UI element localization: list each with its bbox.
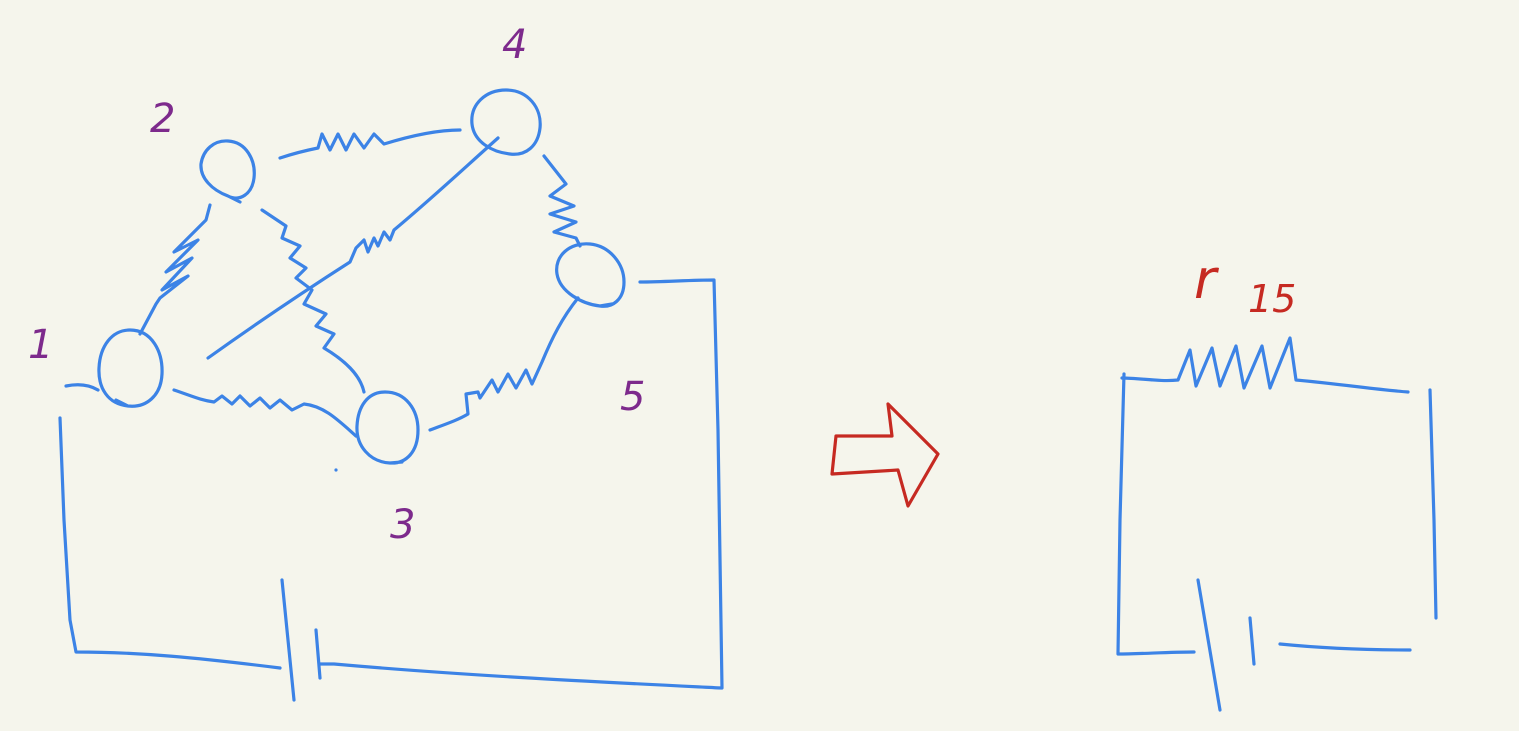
stray-mark — [334, 468, 338, 472]
equivalent-circuit: r 15 — [1116, 248, 1438, 712]
node-1-circle — [97, 328, 164, 408]
node-label-2: 2 — [150, 96, 175, 142]
node-4-circle — [470, 88, 542, 156]
resistor-1-4 — [206, 136, 500, 360]
resistor-2-4 — [278, 128, 462, 160]
node-label-1: 1 — [28, 322, 53, 368]
equivalent-wire-left — [1116, 372, 1196, 656]
node-label-5: 5 — [620, 374, 645, 420]
external-wire-right — [318, 278, 724, 690]
equivalent-resistor — [1120, 336, 1410, 394]
resistor-3-5 — [428, 296, 580, 432]
resistor-4-5 — [542, 154, 582, 248]
equivalent-battery-plate-long — [1196, 578, 1222, 712]
battery-plate-long — [280, 578, 296, 702]
resistor-1-3 — [172, 388, 358, 438]
node-5-circle — [555, 242, 626, 308]
resistor-2-3 — [260, 208, 366, 394]
node-2-circle — [199, 139, 256, 204]
resistor-network — [58, 88, 724, 702]
equivalent-resistor-subscript: 15 — [1248, 277, 1296, 321]
equivalent-resistor-label: r — [1194, 248, 1219, 311]
resistor-1-2 — [138, 203, 212, 336]
equivalent-wire-right — [1278, 388, 1438, 652]
equivalent-battery-plate-short — [1248, 616, 1256, 666]
battery-plate-short — [314, 628, 322, 680]
node-label-4: 4 — [502, 22, 527, 68]
node-3-circle — [355, 390, 420, 465]
right-arrow-outline-icon — [830, 402, 940, 508]
node-labels: 1 2 3 4 5 — [28, 22, 645, 548]
node-label-3: 3 — [390, 502, 415, 548]
external-wire-left — [58, 383, 282, 670]
